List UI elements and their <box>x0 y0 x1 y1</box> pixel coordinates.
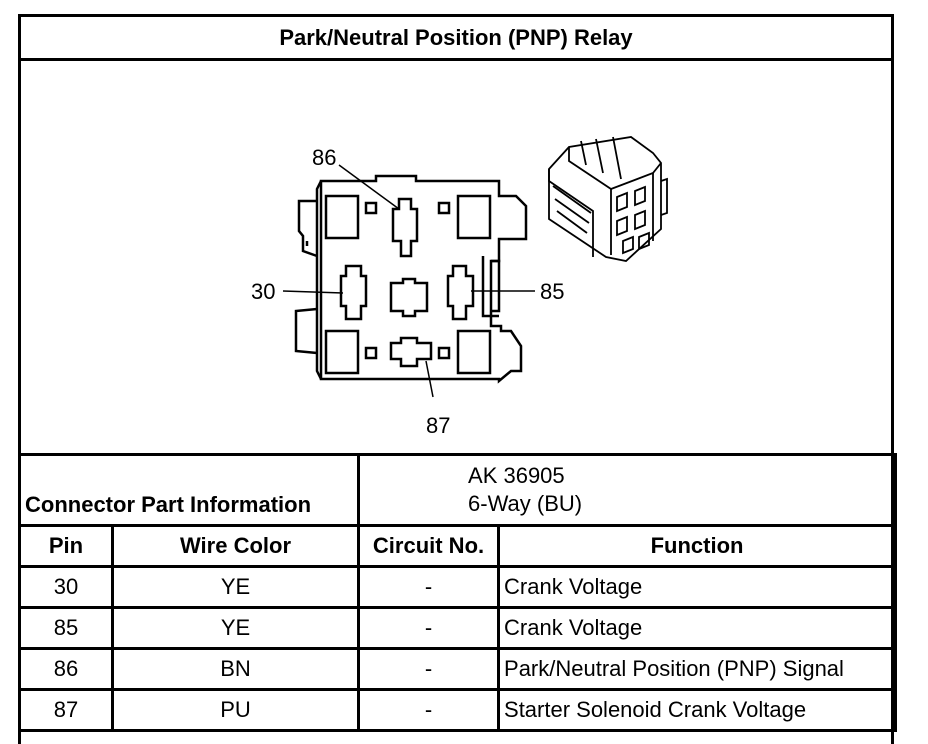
header-wire-color: Wire Color <box>110 524 361 568</box>
pin-cell: 85 <box>18 606 114 650</box>
header-circuit: Circuit No. <box>357 524 501 568</box>
connector-part-number: AK 36905 <box>468 463 565 488</box>
function-cell: Crank Voltage <box>497 606 898 650</box>
connector-face-drawing: 86 30 85 87 <box>251 136 668 438</box>
header-function: Function <box>497 524 898 568</box>
function-cell: Crank Voltage <box>497 565 898 609</box>
table-row: 30 YE - Crank Voltage <box>18 565 898 609</box>
pin-87-callout: 87 <box>426 413 450 438</box>
pin-85-callout: 85 <box>540 279 564 304</box>
connector-info-values: AK 36905 6-Way (BU) <box>357 453 898 527</box>
table-header-row: Pin Wire Color Circuit No. Function <box>18 524 898 568</box>
pin-30-callout: 30 <box>251 279 275 304</box>
header-pin: Pin <box>18 524 114 568</box>
connector-body <box>294 174 528 384</box>
connector-description: 6-Way (BU) <box>468 491 583 516</box>
pin-cell: 30 <box>18 565 114 609</box>
callout-leaders <box>282 164 535 398</box>
wire-color-cell: YE <box>110 606 361 650</box>
table-row: 87 PU - Starter Solenoid Crank Voltage <box>18 688 898 732</box>
table-row: 85 YE - Crank Voltage <box>18 606 898 650</box>
function-cell: Park/Neutral Position (PNP) Signal <box>497 647 898 691</box>
wire-color-cell: PU <box>110 688 361 732</box>
wire-color-cell: BN <box>110 647 361 691</box>
circuit-cell: - <box>357 606 501 650</box>
circuit-cell: - <box>357 647 501 691</box>
connector-diagram: 86 30 85 87 <box>21 61 891 455</box>
table-row: 86 BN - Park/Neutral Position (PNP) Sign… <box>18 647 898 691</box>
pin-cell: 87 <box>18 688 114 732</box>
circuit-cell: - <box>357 565 501 609</box>
function-cell: Starter Solenoid Crank Voltage <box>497 688 898 732</box>
wire-color-cell: YE <box>110 565 361 609</box>
connector-info-label: Connector Part Information <box>17 453 361 527</box>
pinout-table: Connector Part Information AK 36905 6-Wa… <box>17 453 898 732</box>
connector-isometric-icon <box>548 136 668 262</box>
pin-86-callout: 86 <box>312 145 336 170</box>
page-title: Park/Neutral Position (PNP) Relay <box>21 17 891 61</box>
circuit-cell: - <box>357 688 501 732</box>
pin-cell: 86 <box>18 647 114 691</box>
connector-sheet: Park/Neutral Position (PNP) Relay <box>17 14 898 744</box>
connector-info-row: Connector Part Information AK 36905 6-Wa… <box>17 453 898 527</box>
